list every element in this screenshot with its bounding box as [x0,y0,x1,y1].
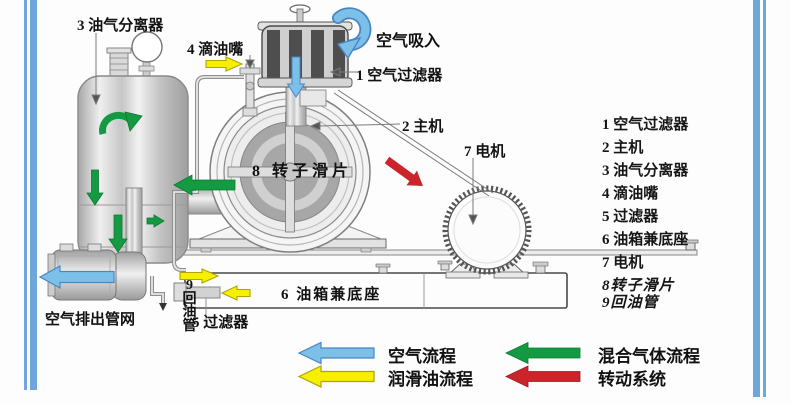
rotor-vane-label: 8 转子滑片 [252,163,353,180]
legend-rotation-arrow [505,365,581,388]
left-thin-stripe [24,0,27,390]
legend-rotation-label: 转动系统 [598,370,666,389]
motor [442,185,549,279]
legend-air-arrow [297,341,375,365]
right-thick-stripe [753,0,760,397]
legend-mix-label: 混合气体流程 [598,347,700,366]
base-frame [174,239,699,309]
separator-label: 3 油气分离器 [77,18,164,34]
leader-lines [91,33,494,226]
filter-label: 5 过滤器 [192,315,249,331]
main-machine-label: 2 主机 [402,119,444,135]
parts-list-item-2: 2 主机 [602,140,644,156]
parts-list-item-6: 6 油箱兼底座 [602,232,689,248]
drip-nozzle-label: 4 滴油嘴 [187,42,244,58]
right-thin-stripe [763,0,766,397]
left-thick-stripe [30,0,37,390]
parts-list-item-4: 4 滴油嘴 [602,186,659,202]
parts-list-item-8: 8转子滑片 [602,278,675,294]
legend-oil-label: 润滑油流程 [388,370,473,389]
parts-list-item-9: 9回油管 [602,295,659,311]
mix-gas-arrows [86,111,236,253]
legend-oil-arrow [297,365,375,388]
parts-list-item-7: 7 电机 [602,255,644,271]
oil-return-pipe [150,75,244,311]
rotation-arrow [384,156,423,186]
air-filter-label: 1 空气过滤器 [356,68,443,84]
parts-list-item-5: 5 过滤器 [602,209,659,225]
motor-fins [442,185,532,275]
oil-return-pipe-label: 9回油管 [182,278,197,334]
parts-list-item-1: 1 空气过滤器 [602,117,689,133]
legend-mix-arrow [505,341,581,365]
legend-air-label: 空气流程 [388,347,456,366]
air-intake-label: 空气吸入 [376,33,441,50]
air-filter-drum [257,4,353,88]
parts-list-item-3: 3 油气分离器 [602,163,689,179]
main-machine [209,69,371,253]
drip-nozzle [239,63,261,117]
parts-list: 1 空气过滤器 2 主机 3 油气分离器 4 滴油嘴 5 过滤器 6 油箱兼底座… [602,117,688,312]
oil-tank-base-label: 6 油箱兼底座 [281,287,382,303]
pressure-gauge [131,31,163,63]
oil-arrows [179,56,251,301]
motor-label: 7 电机 [464,144,506,160]
oil-filter [173,282,221,326]
air-arrows [38,7,372,290]
legend-arrows [297,341,581,388]
air-discharge-label: 空气排出管网 [45,312,136,328]
